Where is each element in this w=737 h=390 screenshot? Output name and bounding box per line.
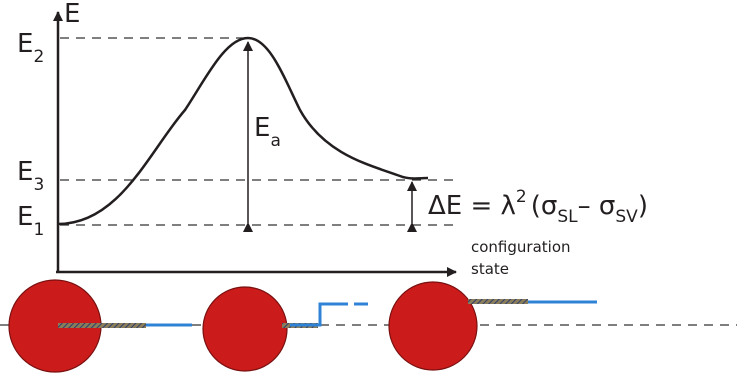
particle-3-wetted-region: [468, 299, 528, 304]
particle-3-sphere: [389, 282, 477, 370]
y-axis-label: E: [64, 0, 80, 29]
particle-3: [389, 282, 597, 370]
e3-label: E3: [17, 157, 44, 195]
particle-1-wetted-region: [58, 323, 146, 328]
e1-label: E1: [17, 202, 44, 240]
energy-curve: [58, 38, 428, 224]
x-axis-label-state: state: [471, 260, 509, 278]
particle-1: [9, 280, 192, 372]
particle-2-sphere: [203, 287, 287, 371]
ea-label: Ea: [254, 113, 281, 151]
particle-2-film: [290, 304, 348, 325]
particle-2: [203, 287, 368, 371]
delta-e-expression: ΔE = λ2(σSL– σSV): [428, 187, 648, 227]
x-axis-label-configuration: configuration: [471, 238, 571, 256]
e2-label: E2: [17, 29, 44, 67]
